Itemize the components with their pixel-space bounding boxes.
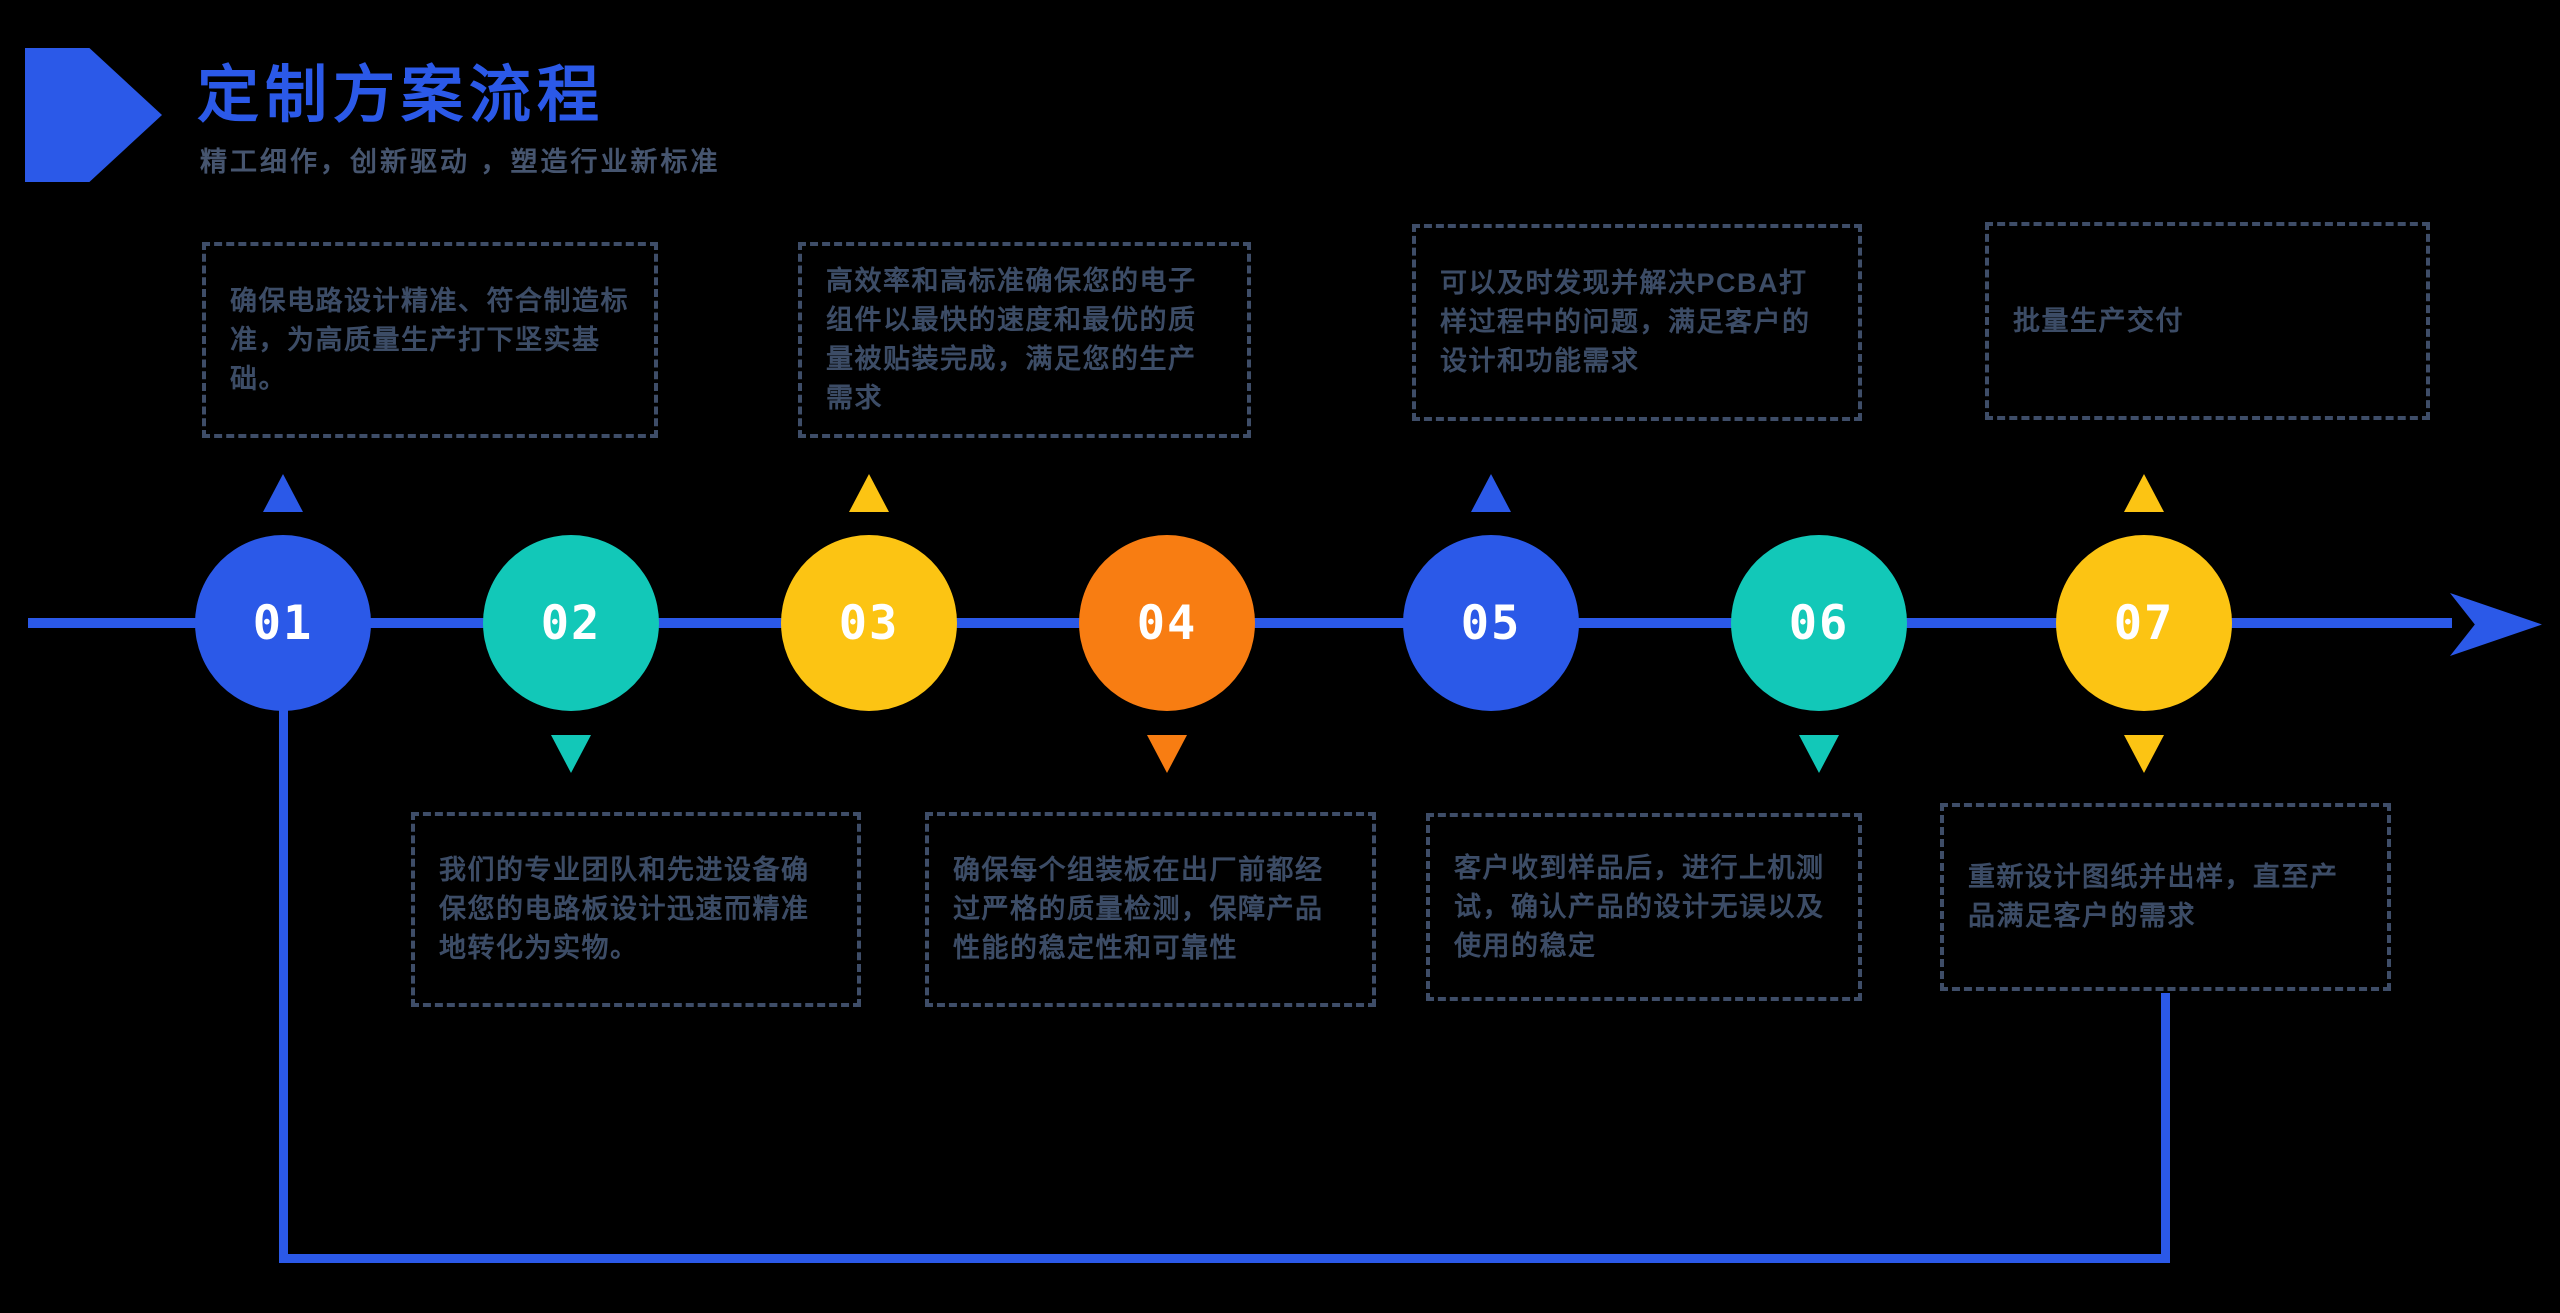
step-03-description: 高效率和高标准确保您的电子组件以最快的速度和最优的质量被贴装完成，满足您的生产需… [826,266,1197,413]
loop-line-bottom [279,1254,2170,1263]
step-circle-07: 07 [2056,535,2232,711]
triangle-down-icon-step-02 [551,735,591,773]
step-number-07: 07 [2113,595,2175,651]
step-07-description: 批量生产交付 [2013,305,2184,336]
step-07-description-box: 批量生产交付 [1985,222,2430,420]
pentagon-accent-icon [25,48,162,182]
loop-line-right [2161,993,2170,1263]
step-01-description-box: 确保电路设计精准、符合制造标准，为高质量生产打下坚实基础。 [202,242,658,438]
timeline-arrowhead-icon [2450,593,2542,656]
loop-line-left [279,706,288,1263]
page-title: 定制方案流程 [197,61,606,130]
step-02-description: 我们的专业团队和先进设备确保您的电路板设计迅速而精准地转化为实物。 [439,855,810,963]
triangle-up-icon-step-05 [1471,474,1511,512]
triangle-down-icon-step-06 [1799,735,1839,773]
step-circle-03: 03 [781,535,957,711]
step-circle-02: 02 [483,535,659,711]
step-circle-06: 06 [1731,535,1907,711]
step-number-06: 06 [1788,595,1850,651]
page-subtitle: 精工细作，创新驱动 ，塑造行业新标准 [200,147,721,177]
step-number-02: 02 [540,595,602,651]
step-number-03: 03 [838,595,900,651]
step-01-description: 确保电路设计精准、符合制造标准，为高质量生产打下坚实基础。 [230,285,629,394]
triangle-up-icon-step-03 [849,474,889,512]
step-circle-04: 04 [1079,535,1255,711]
step-07-rework-description-box: 重新设计图纸并出样，直至产品满足客户的需求 [1940,803,2391,991]
step-03-description-box: 高效率和高标准确保您的电子组件以最快的速度和最优的质量被贴装完成，满足您的生产需… [798,242,1251,438]
step-04-description-box: 确保每个组装板在出厂前都经过严格的质量检测，保障产品性能的稳定性和可靠性 [925,812,1376,1007]
triangle-up-icon-step-07 [2124,474,2164,512]
step-06-description-box: 客户收到样品后，进行上机测试，确认产品的设计无误以及使用的稳定 [1426,813,1862,1001]
step-07-rework-description: 重新设计图纸并出样，直至产品满足客户的需求 [1968,862,2339,931]
triangle-down-icon-step-04 [1147,735,1187,773]
step-02-description-box: 我们的专业团队和先进设备确保您的电路板设计迅速而精准地转化为实物。 [411,812,861,1007]
triangle-down-icon-step-07 [2124,735,2164,773]
step-number-01: 01 [252,595,314,651]
step-05-description: 可以及时发现并解决PCBA打样过程中的问题，满足客户的设计和功能需求 [1440,268,1811,376]
step-04-description: 确保每个组装板在出厂前都经过严格的质量检测，保障产品性能的稳定性和可靠性 [953,855,1324,963]
step-number-05: 05 [1460,595,1522,651]
step-06-description: 客户收到样品后，进行上机测试，确认产品的设计无误以及使用的稳定 [1454,852,1825,961]
step-circle-05: 05 [1403,535,1579,711]
step-number-04: 04 [1136,595,1198,651]
step-circle-01: 01 [195,535,371,711]
step-05-description-box: 可以及时发现并解决PCBA打样过程中的问题，满足客户的设计和功能需求 [1412,224,1862,421]
triangle-up-icon-step-01 [263,474,303,512]
